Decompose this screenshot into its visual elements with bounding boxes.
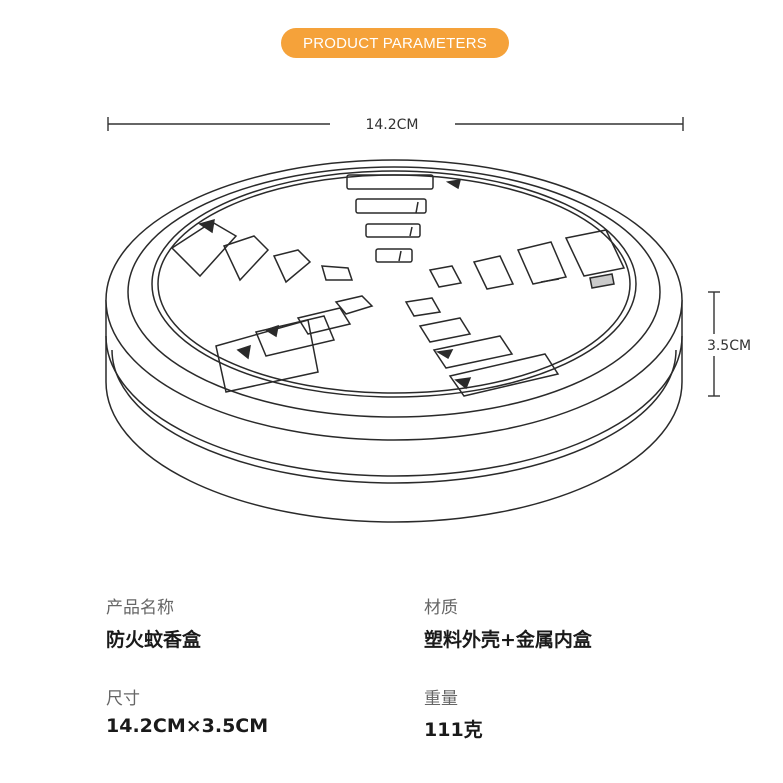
spec-label-weight: 重量 xyxy=(424,689,458,709)
vent-arm-top xyxy=(346,174,462,263)
height-label: 3.5CM xyxy=(707,338,751,354)
spec-label-name: 产品名称 xyxy=(106,598,174,618)
spec-value-material: 塑料外壳+金属内盒 xyxy=(424,629,592,651)
spec-value-size: 14.2CM×3.5CM xyxy=(106,715,269,737)
vent-arm-lower-left xyxy=(215,295,374,393)
width-dimension xyxy=(107,117,684,131)
badge-label: PRODUCT PARAMETERS xyxy=(303,34,487,52)
coil-box xyxy=(105,159,683,523)
height-dimension xyxy=(708,291,720,397)
spec-value-name: 防火蚊香盒 xyxy=(106,629,202,651)
vent-arm-lower-right xyxy=(404,297,560,397)
width-label: 14.2CM xyxy=(365,117,418,133)
spec-value-weight: 111克 xyxy=(424,719,483,741)
spec-label-material: 材质 xyxy=(424,598,458,618)
vent-arm-left xyxy=(170,218,354,284)
vent-arm-right xyxy=(428,229,626,290)
product-parameters-badge: PRODUCT PARAMETERS xyxy=(281,28,509,58)
spec-label-size: 尺寸 xyxy=(106,689,140,709)
